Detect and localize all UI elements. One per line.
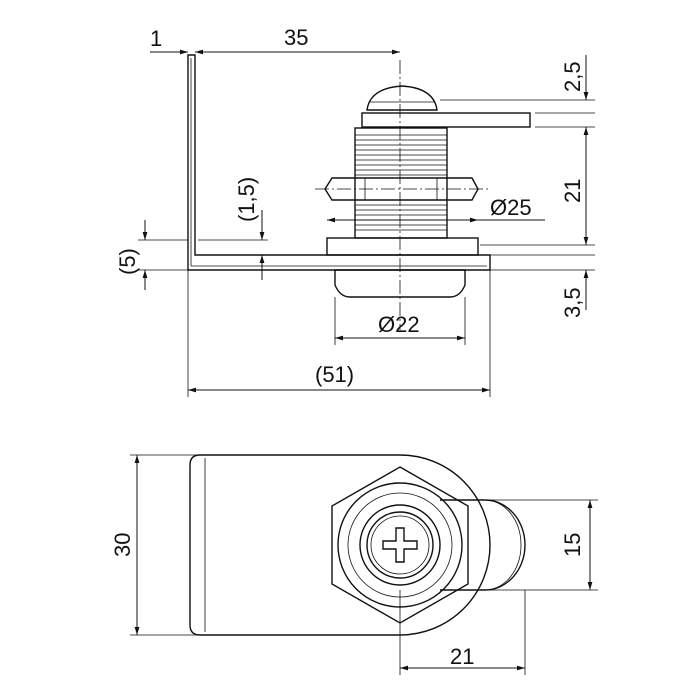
lever (361, 112, 531, 128)
dim-plate-thickness: 1 (150, 26, 162, 51)
washer (326, 237, 479, 256)
thread-lines (355, 134, 447, 231)
lever-front (440, 499, 526, 591)
screw-head (366, 511, 434, 579)
dim-lever-width: 15 (560, 533, 585, 557)
dim-bottom-diameter: Ø22 (378, 312, 420, 337)
phillips-icon (382, 527, 418, 563)
side-view: 1 35 2,5 21 3,5 Ø25 (1,5) (5) Ø22 (51) (115, 25, 595, 397)
dim-lever-length: 21 (450, 644, 474, 669)
dim-height: 30 (110, 533, 135, 557)
nut-ring (337, 482, 463, 608)
dim-center-offset: 35 (284, 25, 308, 50)
front-view: 30 15 21 (110, 454, 598, 675)
lock-housing (189, 454, 491, 636)
dim-washer-gap: (1,5) (234, 177, 259, 222)
dim-body-height: 21 (560, 179, 585, 203)
dim-plate-offset: (5) (115, 248, 140, 275)
threaded-body (354, 127, 448, 239)
dim-cap-height: 2,5 (560, 61, 585, 92)
dim-overall-length: (51) (315, 362, 354, 387)
cap-dome (366, 85, 438, 111)
bottom-boss (334, 269, 466, 298)
dim-bottom-height: 3,5 (560, 287, 585, 318)
cylinder (359, 504, 441, 586)
dim-nut-diameter: Ø25 (490, 195, 532, 220)
